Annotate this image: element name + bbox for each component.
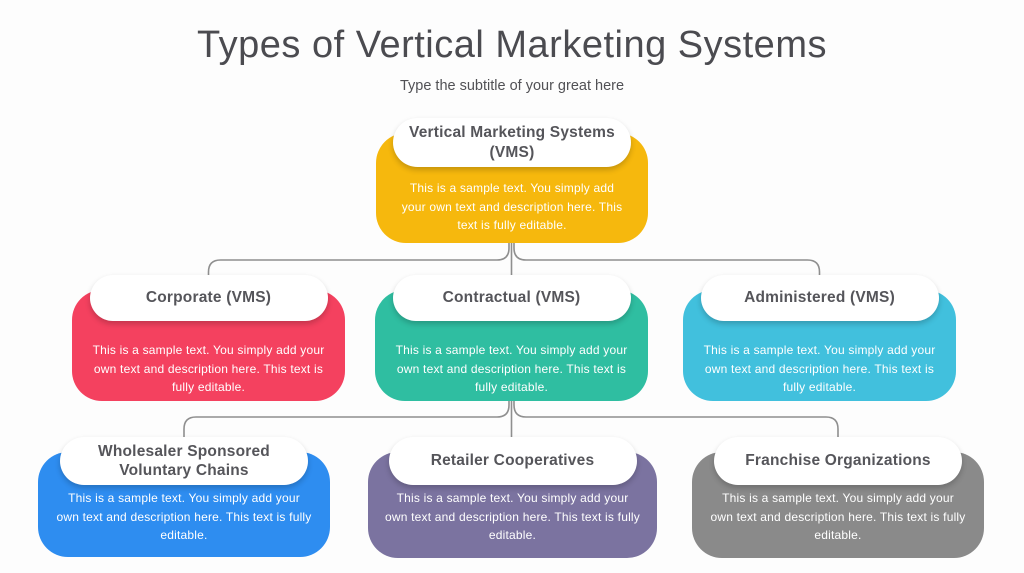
node-body-text: This is a sample text. You simply add yo… — [401, 181, 623, 233]
connector-l2-left — [183, 400, 510, 442]
node-retailer-cooperatives: This is a sample text. You simply add yo… — [368, 437, 657, 558]
node-title: Administered (VMS) — [744, 289, 895, 307]
connector-l2-right — [513, 400, 839, 442]
node-title: Retailer Cooperatives — [430, 452, 595, 470]
connector-l1-right — [513, 242, 821, 279]
node-body-text: This is a sample text. You simply add yo… — [395, 343, 628, 395]
node-header-pill: Wholesaler Sponsored Voluntary Chains — [60, 437, 308, 485]
node-title: Contractual (VMS) — [442, 289, 581, 307]
node-title: Vertical Marketing Systems (VMS) — [409, 124, 615, 161]
page-title: Types of Vertical Marketing Systems — [197, 24, 827, 66]
node-franchise-organizations: This is a sample text. You simply add yo… — [692, 437, 984, 558]
node-title: Corporate (VMS) — [145, 289, 272, 307]
node-header-pill: Administered (VMS) — [700, 275, 939, 321]
node-body-text: This is a sample text. You simply add yo… — [384, 491, 641, 543]
connector-l1-left — [207, 242, 510, 279]
node-title: Franchise Organizations — [745, 452, 931, 470]
page-subtitle: Type the subtitle of your great here — [399, 78, 625, 94]
node-header-pill: Contractual (VMS) — [392, 275, 631, 321]
node-body-text: This is a sample text. You simply add yo… — [703, 343, 936, 395]
node-header-pill: Vertical Marketing Systems (VMS) — [393, 118, 631, 167]
node-header-pill: Franchise Organizations — [714, 437, 962, 485]
node-body-text: This is a sample text. You simply add yo… — [56, 491, 312, 543]
node-header-pill: Corporate (VMS) — [89, 275, 328, 321]
node-corporate-vms: This is a sample text. You simply add yo… — [72, 275, 345, 401]
node-body-text: This is a sample text. You simply add yo… — [710, 491, 966, 543]
node-wholesaler-sponsored-voluntary-chains: This is a sample text. You simply add yo… — [38, 437, 330, 557]
node-administered-vms: This is a sample text. You simply add yo… — [683, 275, 956, 401]
node-header-pill: Retailer Cooperatives — [388, 437, 637, 485]
node-body-text: This is a sample text. You simply add yo… — [92, 343, 325, 395]
node-title: Wholesaler Sponsored Voluntary Chains — [98, 442, 270, 479]
node-vertical-marketing-systems: This is a sample text. You simply add yo… — [376, 118, 648, 243]
node-contractual-vms: This is a sample text. You simply add yo… — [375, 275, 648, 401]
